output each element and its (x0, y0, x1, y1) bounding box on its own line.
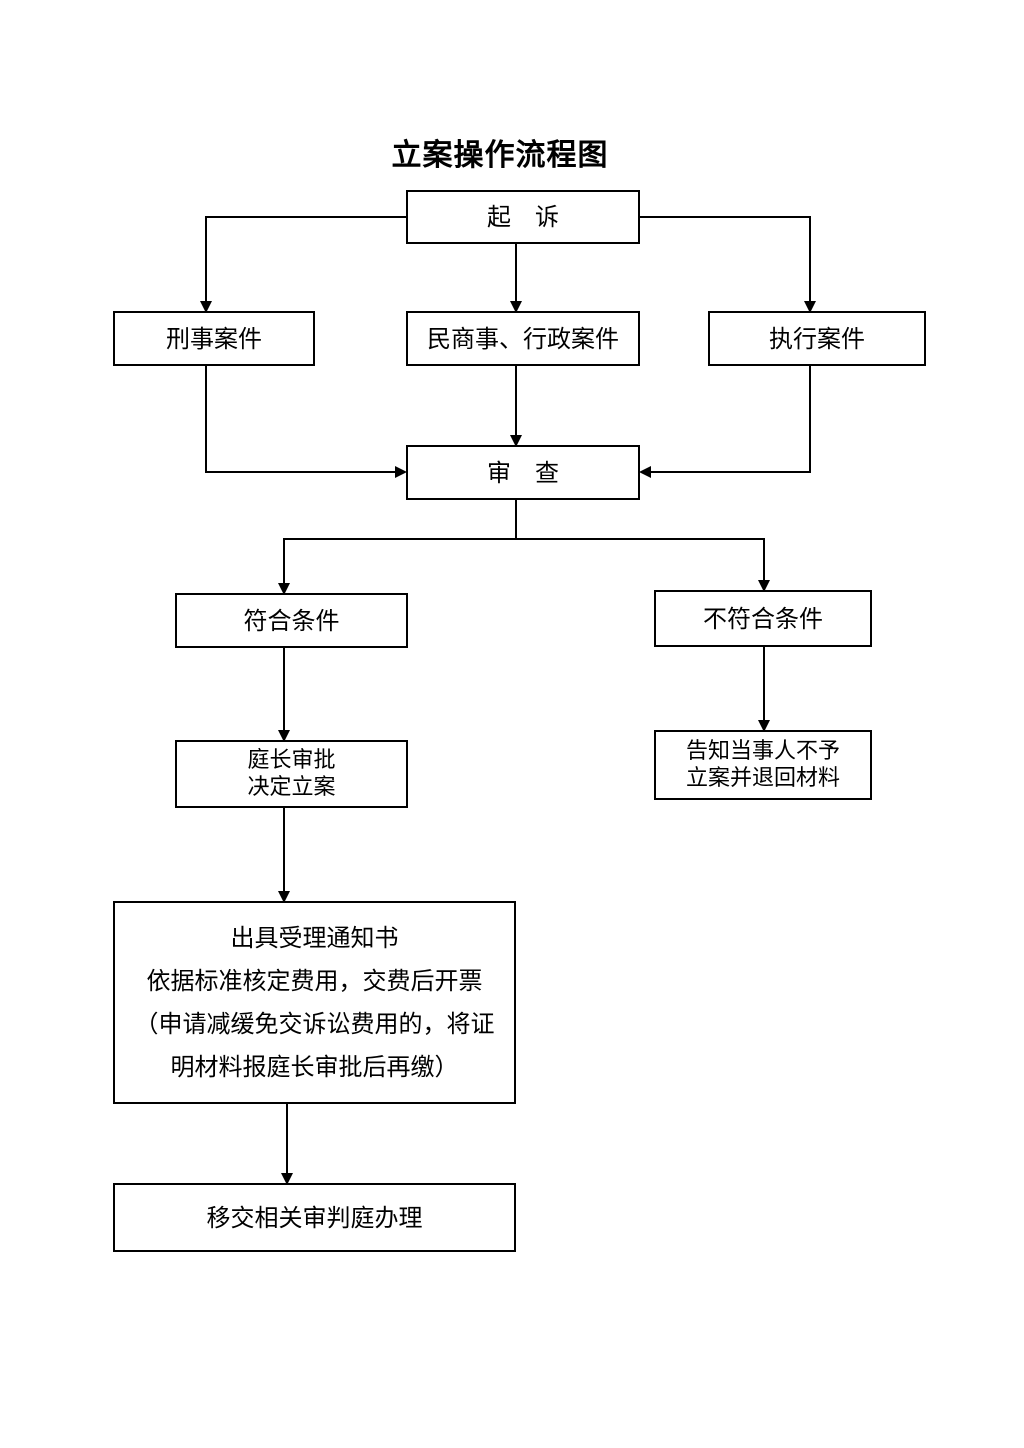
node-civil-admin-case-label: 民商事、行政案件 (427, 324, 619, 353)
acceptance-line-2: 依据标准核定费用，交费后开票 (146, 966, 483, 995)
node-notify-reject: 告知当事人不予 立案并退回材料 (654, 730, 872, 800)
node-unqualified-label: 不符合条件 (703, 604, 823, 633)
arrow-sue-to-criminal (200, 216, 407, 313)
acceptance-line-1: 出具受理通知书 (230, 923, 399, 952)
node-execution-case-label: 执行案件 (769, 324, 865, 353)
node-approval: 庭长审批 决定立案 (175, 740, 408, 808)
node-approval-label: 庭长审批 决定立案 (247, 748, 336, 800)
acceptance-line-4: 明材料报庭长审批后再缴） (170, 1052, 459, 1081)
node-criminal-case: 刑事案件 (113, 311, 315, 366)
arrow-review-to-unqualified (516, 538, 770, 592)
node-civil-admin-case: 民商事、行政案件 (406, 311, 640, 366)
node-review: 审 查 (406, 445, 640, 500)
node-notify-reject-label: 告知当事人不予 立案并退回材料 (685, 739, 840, 791)
page-title: 立案操作流程图 (391, 138, 609, 173)
node-sue-label: 起 诉 (487, 203, 559, 231)
node-transfer-label: 移交相关审判庭办理 (206, 1203, 423, 1232)
arrow-execution-to-review (639, 365, 811, 478)
node-review-label: 审 查 (487, 458, 559, 487)
arrow-sue-to-execution (639, 216, 816, 313)
node-acceptance-notice: 出具受理通知书 依据标准核定费用，交费后开票 （申请减缓免交诉讼费用的，将证 明… (113, 901, 516, 1104)
node-unqualified: 不符合条件 (654, 590, 872, 647)
node-qualified-label: 符合条件 (243, 606, 340, 635)
acceptance-line-3: （申请减缓免交诉讼费用的，将证 (134, 1009, 495, 1038)
review-branch-line (278, 499, 517, 595)
node-criminal-case-label: 刑事案件 (166, 324, 262, 353)
arrow-criminal-to-review (205, 365, 407, 478)
node-qualified: 符合条件 (175, 593, 408, 648)
node-transfer: 移交相关审判庭办理 (113, 1183, 516, 1252)
node-sue: 起 诉 (406, 190, 640, 244)
node-execution-case: 执行案件 (708, 311, 926, 366)
